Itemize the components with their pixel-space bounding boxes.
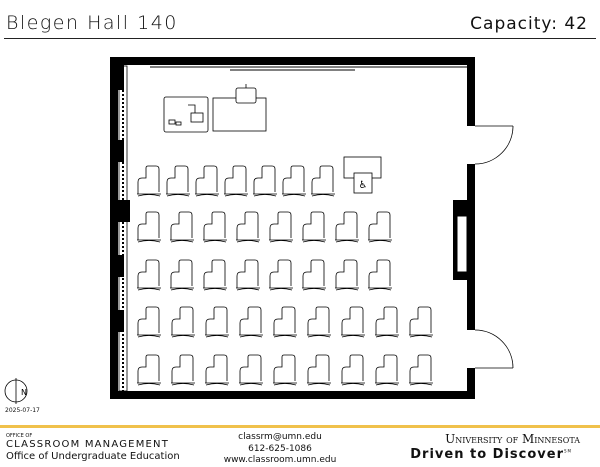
seat <box>137 211 161 243</box>
seat <box>236 259 260 291</box>
seat <box>224 165 248 197</box>
seat <box>302 259 326 291</box>
seat <box>302 211 326 243</box>
seat <box>307 306 331 338</box>
seat <box>195 165 219 197</box>
seat <box>239 354 263 386</box>
seat <box>335 211 359 243</box>
seat <box>170 259 194 291</box>
right-wall-cabinet <box>453 200 471 280</box>
seat <box>203 259 227 291</box>
seat <box>253 165 277 197</box>
seat <box>137 259 161 291</box>
capacity-label: Capacity: 42 <box>470 14 588 34</box>
service-mark: SM <box>564 448 572 454</box>
office-of-label: OFFICE OF <box>6 433 33 439</box>
av-desk <box>163 96 209 133</box>
seat <box>341 354 365 386</box>
door-bottom-right <box>467 329 514 369</box>
seat <box>409 354 433 386</box>
website-link[interactable]: www.classroom.umn.edu <box>223 455 337 465</box>
seat <box>341 306 365 338</box>
room-walls <box>110 57 475 399</box>
seat <box>269 259 293 291</box>
seat <box>368 259 392 291</box>
seat <box>273 354 297 386</box>
seat <box>307 354 331 386</box>
seat <box>282 165 306 197</box>
phone-number: 612-625-1086 <box>248 443 312 454</box>
seat <box>236 211 260 243</box>
instructor-table <box>212 84 267 132</box>
floor-plan: ♿ N <box>4 57 514 404</box>
seat <box>166 165 190 197</box>
left-windows <box>110 60 130 392</box>
seat <box>205 306 229 338</box>
tagline-text: Driven to Discover <box>410 447 564 462</box>
seat <box>375 354 399 386</box>
north-arrow: N <box>4 378 28 404</box>
organization-name: Office of Undergraduate Education <box>6 451 180 462</box>
seat <box>171 306 195 338</box>
seat <box>335 259 359 291</box>
plan-date: 2025-07-17 <box>5 407 40 414</box>
seat <box>269 211 293 243</box>
seat <box>311 165 335 197</box>
seat <box>137 354 161 386</box>
room-title: Blegen Hall 140 <box>6 12 178 34</box>
email-link[interactable]: classrm@umn.edu <box>238 432 322 442</box>
seat <box>203 211 227 243</box>
seat <box>273 306 297 338</box>
university-logo: University of Minnesota <box>445 432 580 446</box>
seat <box>171 354 195 386</box>
door-top-right <box>467 125 514 165</box>
tagline: Driven to DiscoverSM <box>410 447 572 462</box>
contact-info: classrm@umn.edu 612-625-1086 www.classro… <box>220 432 340 467</box>
seat <box>205 354 229 386</box>
seat <box>368 211 392 243</box>
header-divider <box>4 38 596 39</box>
wheelchair-space: ♿ <box>343 156 382 194</box>
north-label: N <box>21 388 27 397</box>
seat <box>137 165 161 197</box>
seating <box>137 165 433 386</box>
footer-accent-bar <box>0 425 600 428</box>
seat <box>170 211 194 243</box>
seat <box>375 306 399 338</box>
seat <box>409 306 433 338</box>
department-name: CLASSROOM MANAGEMENT <box>6 439 170 450</box>
svg-text:♿: ♿ <box>359 180 368 191</box>
seat <box>239 306 263 338</box>
seat <box>137 306 161 338</box>
